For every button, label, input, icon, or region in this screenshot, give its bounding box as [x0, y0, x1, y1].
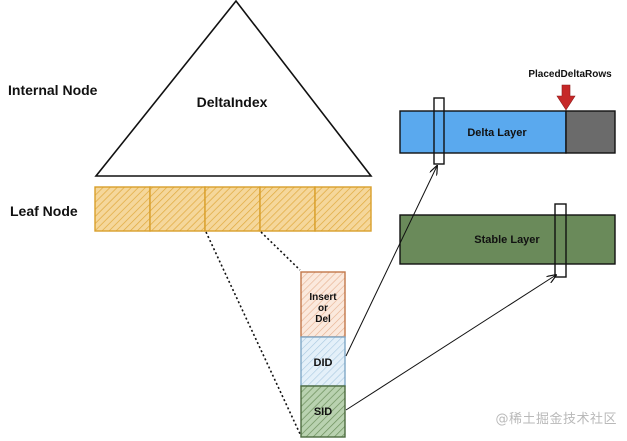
stable-layer: Stable Layer [399, 203, 616, 278]
leaf-cell [259, 186, 316, 232]
delta-index-label: DeltaIndex [197, 94, 268, 110]
del-label: Del [315, 314, 331, 325]
did-label: DID [314, 357, 333, 369]
leaf-cell [94, 186, 151, 232]
internal-node-label: Internal Node [8, 82, 98, 98]
delta-layer: Delta Layer [399, 97, 616, 165]
stable-layer-label: Stable Layer [474, 234, 540, 246]
or-label: or [318, 303, 328, 314]
insert-label: Insert [309, 292, 337, 303]
zoom-line-left [205, 231, 302, 437]
sid-to-stable-arrow [345, 275, 556, 411]
delta-layer-unplaced [565, 110, 616, 154]
insert-or-del-box: Insert or Del [300, 271, 346, 338]
leaf-cell [204, 186, 261, 232]
did-box: DID [300, 336, 346, 387]
placed-delta-rows-arrow [556, 84, 576, 111]
leaf-node-row [94, 186, 372, 232]
watermark: @稀土掘金技术社区 [495, 412, 617, 427]
did-to-delta-arrow [345, 166, 437, 357]
placed-delta-rows-label: PlacedDeltaRows [528, 69, 612, 80]
delta-layer-cursor [433, 97, 445, 165]
leaf-cell [149, 186, 206, 232]
stable-layer-cursor [554, 203, 567, 278]
leaf-cell [314, 186, 372, 232]
delta-layer-label: Delta Layer [467, 127, 527, 139]
sid-label: SID [314, 406, 332, 418]
leaf-node-label: Leaf Node [10, 203, 78, 219]
sid-box: SID [300, 385, 346, 438]
internal-node-triangle [94, 0, 373, 177]
stable-layer-bar [399, 214, 616, 265]
zoom-line-right [260, 231, 301, 271]
